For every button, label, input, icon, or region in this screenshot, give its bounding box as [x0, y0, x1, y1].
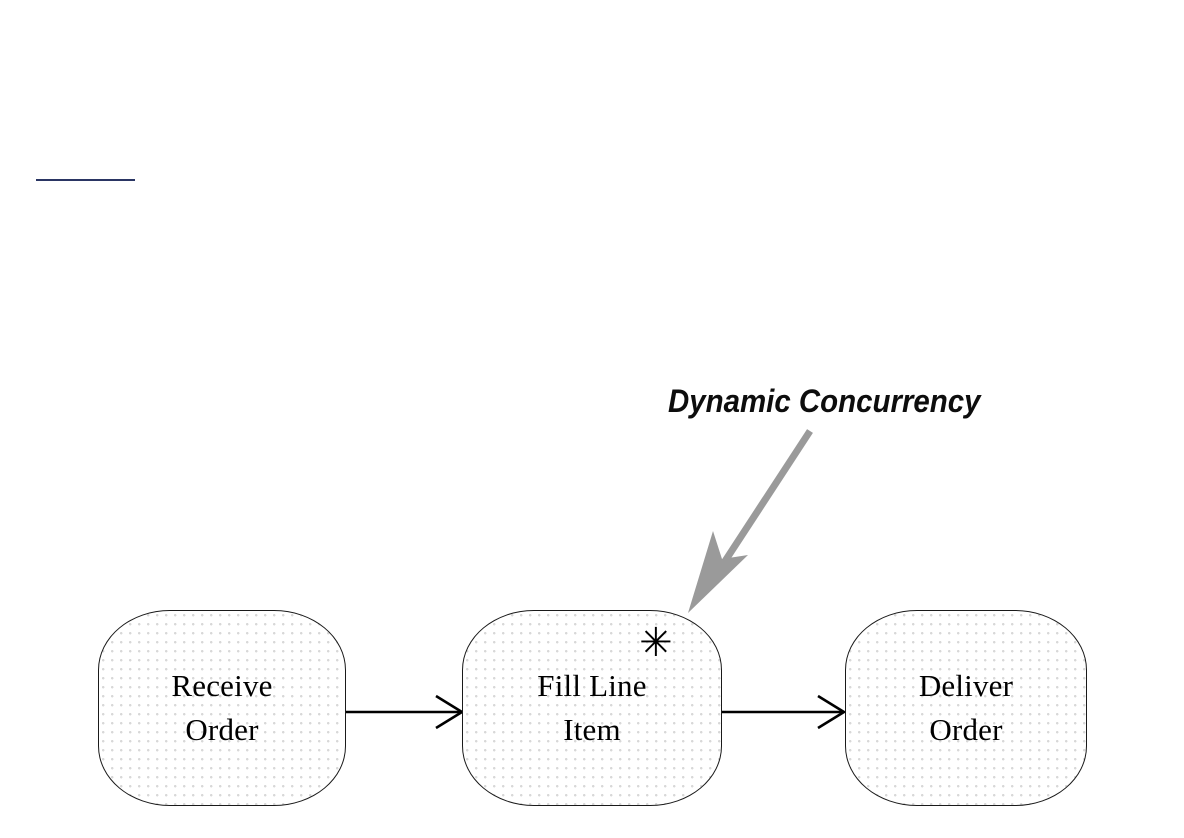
transition-receive-to-fill [345, 694, 465, 730]
activity-node-label: Fill Line Item [537, 667, 647, 747]
dynamic-concurrency-asterisk-icon: ✳ [639, 621, 673, 665]
activity-node-receive-order[interactable]: Receive Order [98, 610, 346, 806]
activity-node-fill-line-item[interactable]: Fill Line Item ✳ [462, 610, 722, 806]
activity-node-deliver-order[interactable]: Deliver Order [845, 610, 1087, 806]
activity-node-label: Deliver Order [918, 667, 1014, 747]
annotation-arrow-icon [688, 429, 813, 613]
transition-fill-to-deliver [721, 694, 847, 730]
annotation-label-dynamic-concurrency: Dynamic Concurrency [668, 383, 981, 419]
activity-node-label: Receive Order [171, 667, 273, 747]
navy-rule [36, 179, 135, 181]
